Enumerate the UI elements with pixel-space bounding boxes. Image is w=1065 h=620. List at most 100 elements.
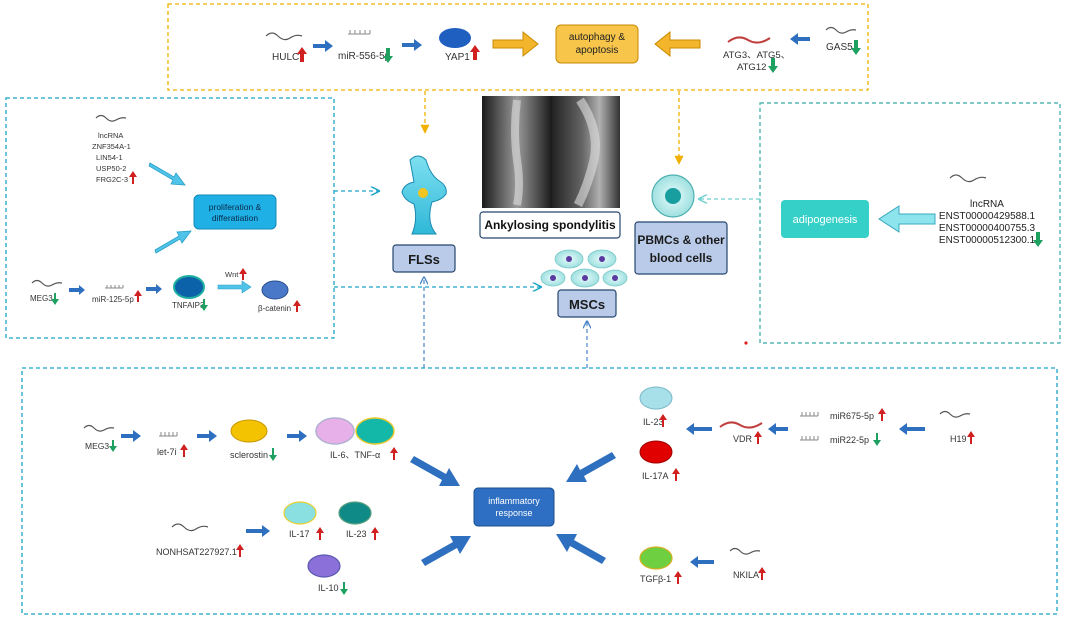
nkila-lncrna-icon xyxy=(729,547,761,555)
atg-down-arrow-icon xyxy=(768,58,778,73)
il10-down-arrow-icon xyxy=(340,582,348,595)
arrow-hulc-mir556 xyxy=(313,40,333,52)
mir125-up-arrow-icon xyxy=(134,290,142,302)
let7i-mirna-icon xyxy=(159,432,178,437)
arrow-il23left-inflam xyxy=(421,536,471,566)
beta-catenin-up-arrow-icon xyxy=(293,300,301,312)
arrow-meg3-let7i xyxy=(121,430,141,442)
frg2c-label: FRG2C-3 xyxy=(96,175,128,184)
znf-label: ZNF354A-1 xyxy=(92,142,131,151)
inflammatory-box xyxy=(473,487,555,527)
il23-mid-up-arrow-icon xyxy=(371,527,379,540)
mir675-label: miR675-5p xyxy=(830,411,874,421)
prolif-label-line1: proliferation & xyxy=(209,202,262,212)
tnfaip3-ellipse xyxy=(173,275,205,299)
meg3-left-down-arrow-icon xyxy=(51,293,59,305)
arrow-nonhsat-il17 xyxy=(246,525,270,537)
arrow-meg3-mir125 xyxy=(69,285,85,295)
arrow-tnfaip3-betacatenin xyxy=(217,280,252,294)
msc-nucleus-4 xyxy=(550,275,556,281)
xray-left-spine xyxy=(511,99,523,206)
autophagy-apoptosis-box xyxy=(555,24,639,64)
as-label-box xyxy=(479,211,621,239)
prolif-label-line2: differatiation xyxy=(212,213,258,223)
wnt-up-arrow-icon xyxy=(239,268,247,280)
il17a-up-arrow-icon xyxy=(672,468,680,481)
h19-lncrna-icon xyxy=(939,410,971,418)
gas5-down-arrow-icon xyxy=(851,40,861,55)
enst2-label: ENST00000400755.3 xyxy=(939,223,1036,234)
il10-label: IL-10 xyxy=(318,583,339,593)
arrow-gas5-atg xyxy=(790,33,810,45)
nonhsat-up-arrow-icon xyxy=(236,544,244,557)
arrow-yap1-autophagy xyxy=(492,30,539,58)
arrow-nkila-tgfb xyxy=(690,556,714,568)
arrow-enst-adipogenesis xyxy=(878,205,936,233)
il17-up-arrow-icon xyxy=(316,527,324,540)
mir556-mirna-icon xyxy=(348,30,371,35)
yap1-up-arrow-icon xyxy=(470,45,480,60)
beta-catenin-ellipse xyxy=(261,280,289,300)
tgfb-label: TGFβ-1 xyxy=(640,574,671,584)
atg-mrna-icon xyxy=(727,36,771,44)
arrow-vdr-il23 xyxy=(686,423,712,435)
right-panel xyxy=(759,102,1061,344)
beta-catenin-label: β-catenin xyxy=(258,304,291,313)
fls-nucleus-icon xyxy=(418,188,428,198)
nonhsat-label: NONHSAT227927.1 xyxy=(156,547,237,557)
enst3-label: ENST00000512300.1 xyxy=(939,235,1036,246)
mir22-label: miR22-5p xyxy=(830,435,869,445)
mir125-mirna-icon xyxy=(105,285,124,289)
meg3-left-label: MEG3 xyxy=(30,294,53,303)
arrow-sclerostin-il6 xyxy=(287,430,307,442)
il6-tnf-up-arrow-icon xyxy=(390,447,398,460)
as-label: Ankylosing spondylitis xyxy=(484,218,616,232)
tnfaip3-down-arrow-icon xyxy=(200,299,208,311)
adipogenesis-box xyxy=(781,200,869,238)
meg3-bottom-label: MEG3 xyxy=(85,441,109,451)
arrow-lncrna-prolif xyxy=(148,162,186,186)
mscs-label: MSCs xyxy=(569,297,605,312)
apoptosis-label: apoptosis xyxy=(576,45,619,56)
pbmc-label-line2: blood cells xyxy=(650,251,713,265)
let7i-up-arrow-icon xyxy=(180,444,188,457)
adipogenesis-label: adipogenesis xyxy=(793,214,858,226)
gas5-lncrna-icon xyxy=(825,26,857,34)
flss-label-box xyxy=(392,244,456,273)
arrow-tgfb-inflam xyxy=(556,534,606,564)
flss-label: FLSs xyxy=(408,252,440,267)
mir125-label: miR-125-5p xyxy=(92,295,134,304)
lin54-label: LIN54-1 xyxy=(96,153,123,162)
il23-mid-label: IL-23 xyxy=(346,529,367,539)
enst3-down-arrow-icon xyxy=(1033,232,1043,247)
mir22-down-arrow-icon xyxy=(873,433,881,446)
nonhsat-lncrna-icon xyxy=(171,523,209,532)
il23-right-label: IL-23 xyxy=(643,417,664,427)
msc-nucleus-1 xyxy=(566,256,572,262)
il23-right-ellipse xyxy=(639,386,673,410)
il23-mid-ellipse xyxy=(338,501,372,525)
atg-label-line1: ATG3、ATG5、 xyxy=(723,50,790,61)
usp50-label: USP50-2 xyxy=(96,164,126,173)
enst1-label: ENST00000429588.1 xyxy=(939,211,1036,222)
il17-ellipse xyxy=(283,501,317,525)
tgfb-ellipse xyxy=(639,546,673,570)
mir556-down-arrow-icon xyxy=(383,48,393,63)
h19-up-arrow-icon xyxy=(967,431,975,444)
pbmc-label-line1: PBMCs & other xyxy=(637,233,725,247)
arrow-h19-mir xyxy=(899,423,925,435)
autophagy-label: autophagy & xyxy=(569,32,625,43)
meg3-bottom-lncrna-icon xyxy=(83,424,115,432)
vdr-label: VDR xyxy=(733,434,753,444)
arrow-il6-inflam xyxy=(410,456,460,486)
proliferation-box xyxy=(193,194,277,230)
h19-label: H19 xyxy=(950,434,967,444)
sclerostin-ellipse xyxy=(230,419,268,443)
left-lncrna-icon xyxy=(95,114,127,122)
let7i-label: let-7i xyxy=(157,447,177,457)
sclerostin-label: sclerostin xyxy=(230,450,268,460)
frg2c-up-arrow-icon xyxy=(129,171,137,184)
atg-label-line2: ATG12 xyxy=(737,62,766,73)
il10-ellipse xyxy=(307,554,341,578)
